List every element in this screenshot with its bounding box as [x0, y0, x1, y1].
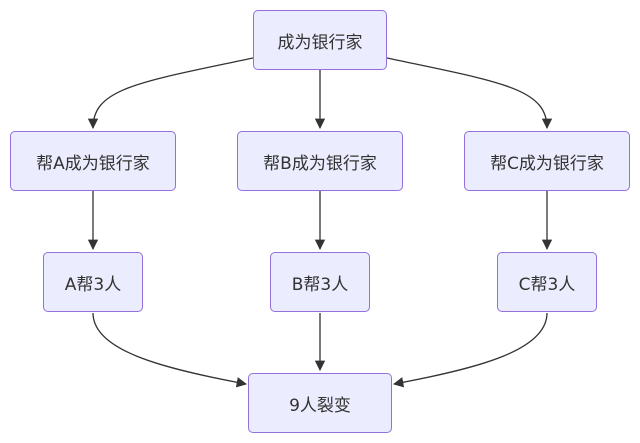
edge-root-to-help-a	[87, 57, 254, 130]
node-result: 9人裂变	[248, 373, 392, 433]
edge-root-to-help-c	[386, 57, 553, 130]
edge-a-helps-to-result	[92, 312, 248, 388]
node-a-helps: A帮3人	[43, 252, 143, 312]
node-help-b: 帮B成为银行家	[237, 131, 403, 191]
edge-c-helps-to-result	[392, 312, 548, 388]
node-help-c: 帮C成为银行家	[464, 131, 630, 191]
node-help-a: 帮A成为银行家	[10, 131, 176, 191]
node-root: 成为银行家	[253, 10, 387, 70]
node-c-helps: C帮3人	[497, 252, 597, 312]
node-b-helps: B帮3人	[270, 252, 370, 312]
